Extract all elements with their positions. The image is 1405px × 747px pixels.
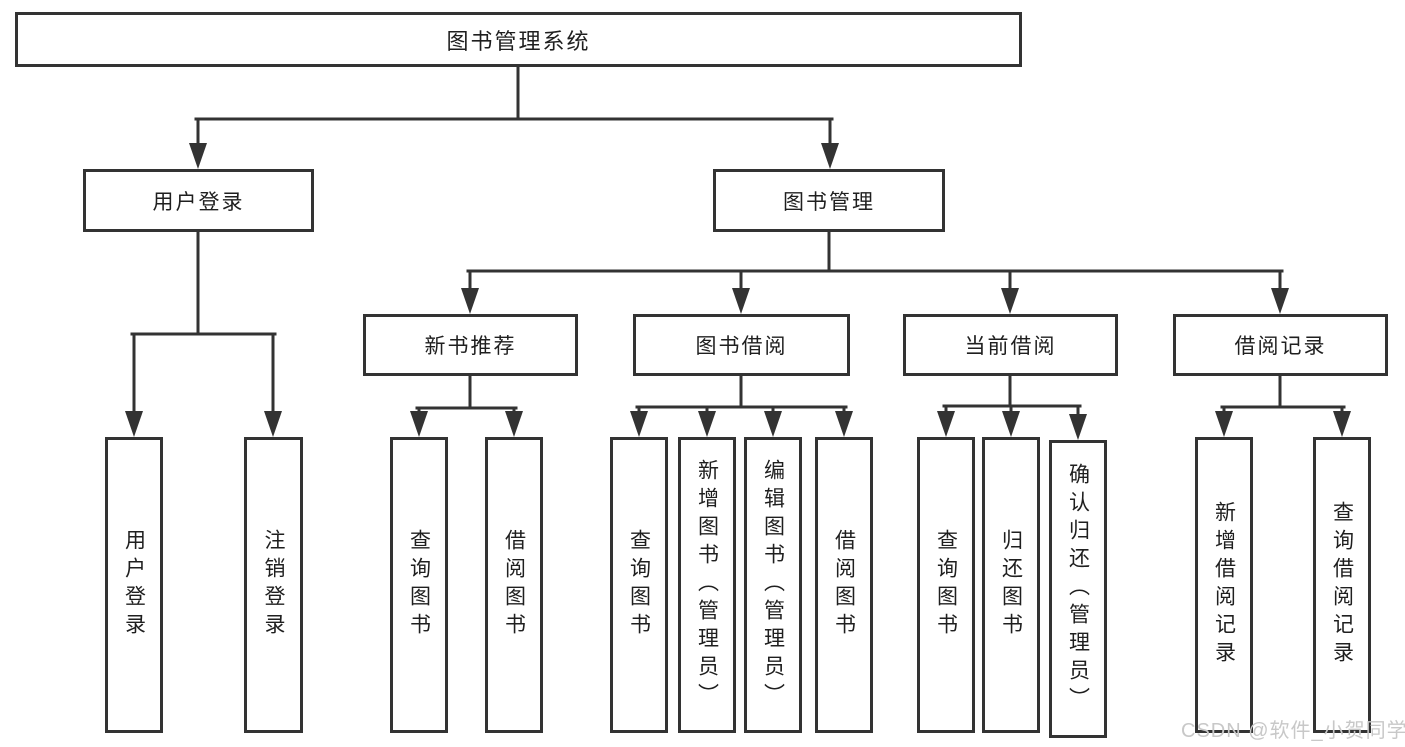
leaf-current-confirm-admin-label: 确认归还（管理员） xyxy=(1066,463,1090,715)
node-current-borrowing: 当前借阅 xyxy=(903,314,1118,376)
leaf-borrowing-edit-admin: 编辑图书（管理员） xyxy=(744,437,802,733)
leaf-borrowing-borrow: 借阅图书 xyxy=(815,437,873,733)
leaf-borrowing-add-admin: 新增图书（管理员） xyxy=(678,437,736,733)
node-book-management-label: 图书管理 xyxy=(783,190,875,214)
connector-current-to-leaves xyxy=(937,374,1087,440)
leaf-user-login-label: 用户登录 xyxy=(122,529,146,641)
leaf-borrowing-query-label: 查询图书 xyxy=(627,529,651,641)
csdn-watermark: CSDN @软件_小贺同学 xyxy=(1181,720,1405,742)
leaf-newbooks-query: 查询图书 xyxy=(390,437,448,733)
leaf-records-add-label: 新增借阅记录 xyxy=(1212,501,1236,669)
node-book-management: 图书管理 xyxy=(713,169,945,232)
leaf-records-add: 新增借阅记录 xyxy=(1195,437,1253,733)
connector-root-to-level2 xyxy=(189,65,839,169)
leaf-newbooks-query-label: 查询图书 xyxy=(407,529,431,641)
leaf-current-return: 归还图书 xyxy=(982,437,1040,733)
node-new-book-recommend: 新书推荐 xyxy=(363,314,578,376)
leaf-current-confirm-admin: 确认归还（管理员） xyxy=(1049,440,1107,738)
connector-book-mgmt-to-level3 xyxy=(461,230,1289,314)
leaf-borrowing-query: 查询图书 xyxy=(610,437,668,733)
node-library-system: 图书管理系统 xyxy=(15,12,1022,67)
leaf-borrowing-edit-admin-label: 编辑图书（管理员） xyxy=(761,459,785,711)
leaf-logout-label: 注销登录 xyxy=(262,529,286,641)
connector-records-to-leaves xyxy=(1215,374,1351,437)
connector-new-books-to-leaves xyxy=(410,374,523,437)
leaf-logout: 注销登录 xyxy=(244,437,303,733)
leaf-current-query-label: 查询图书 xyxy=(934,529,958,641)
leaf-records-query-label: 查询借阅记录 xyxy=(1330,501,1354,669)
leaf-user-login: 用户登录 xyxy=(105,437,163,733)
connector-borrowing-to-leaves xyxy=(630,374,853,437)
leaf-borrowing-add-admin-label: 新增图书（管理员） xyxy=(695,459,719,711)
node-user-login: 用户登录 xyxy=(83,169,314,232)
node-current-borrowing-label: 当前借阅 xyxy=(964,335,1057,358)
leaf-newbooks-borrow-label: 借阅图书 xyxy=(502,529,526,641)
node-book-borrowing: 图书借阅 xyxy=(633,314,850,376)
connector-user-login-to-leaves xyxy=(125,230,282,437)
leaf-current-query: 查询图书 xyxy=(917,437,975,733)
leaf-newbooks-borrow: 借阅图书 xyxy=(485,437,543,733)
node-new-book-recommend-label: 新书推荐 xyxy=(424,335,517,358)
leaf-records-query: 查询借阅记录 xyxy=(1313,437,1371,733)
node-borrow-records-label: 借阅记录 xyxy=(1234,335,1327,358)
node-book-borrowing-label: 图书借阅 xyxy=(695,335,788,358)
node-borrow-records: 借阅记录 xyxy=(1173,314,1388,376)
node-library-system-label: 图书管理系统 xyxy=(446,28,591,54)
node-user-login-label: 用户登录 xyxy=(152,190,245,214)
leaf-current-return-label: 归还图书 xyxy=(999,529,1023,641)
leaf-borrowing-borrow-label: 借阅图书 xyxy=(832,529,856,641)
